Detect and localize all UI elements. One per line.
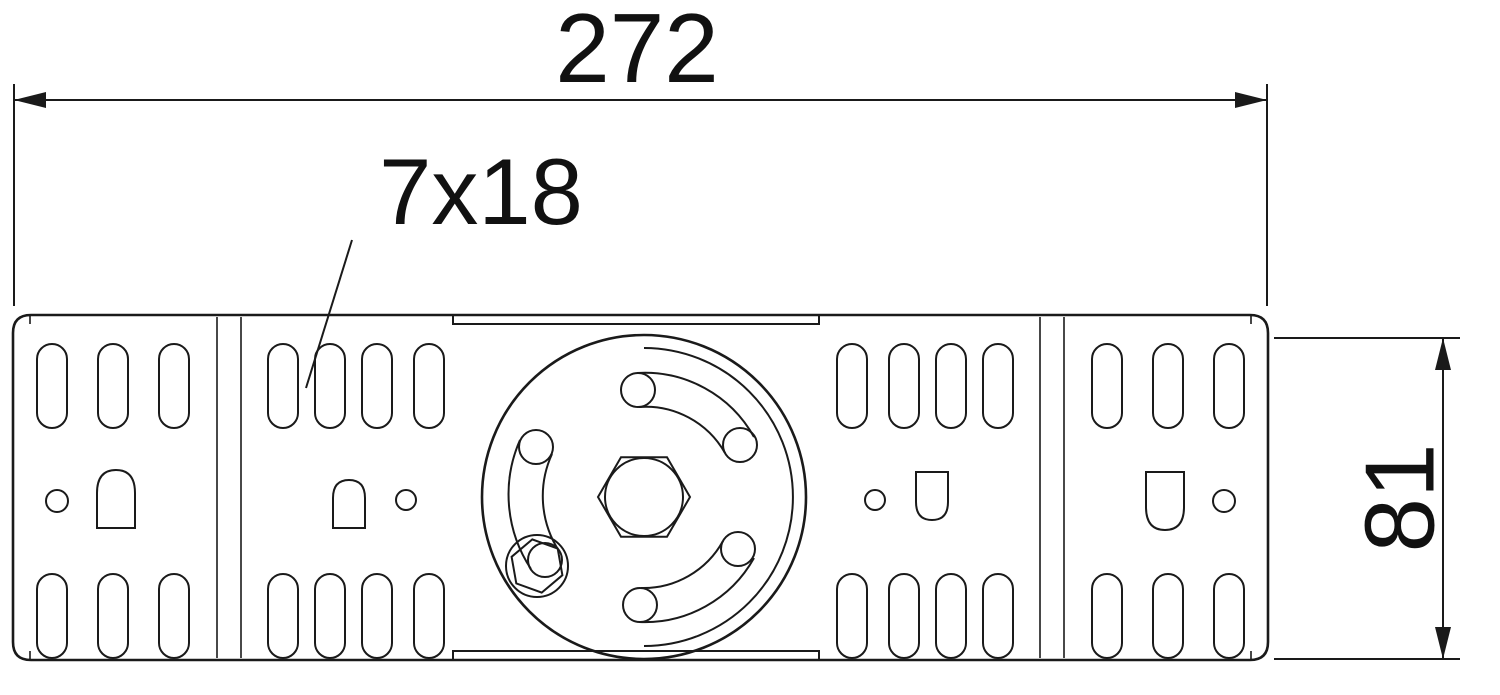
keyhole-cutout bbox=[332, 478, 366, 529]
oblong-slot bbox=[314, 573, 346, 659]
middle-row-cutouts bbox=[45, 468, 1236, 532]
arc-slot-end bbox=[620, 372, 656, 408]
arc-slot-edge bbox=[541, 453, 560, 552]
plate-body bbox=[11, 313, 1270, 662]
keyhole-cutout bbox=[96, 468, 136, 529]
oblong-slot bbox=[158, 573, 190, 659]
round-hole bbox=[395, 489, 417, 511]
slot-pattern bbox=[36, 343, 1245, 659]
arrowhead-right bbox=[1235, 92, 1267, 108]
oblong-slot bbox=[1152, 573, 1184, 659]
arc-slot-end bbox=[518, 429, 554, 465]
center-nut-washer bbox=[604, 457, 684, 537]
oblong-slot bbox=[1091, 343, 1123, 429]
plate-outline bbox=[11, 313, 1270, 662]
oblong-slot bbox=[413, 573, 445, 659]
arc-slot-edge bbox=[638, 557, 755, 624]
arrowhead-left bbox=[14, 92, 46, 108]
dimension-width: 272 bbox=[13, 0, 1268, 306]
arrowhead-down bbox=[1435, 627, 1451, 659]
arc-slot-end bbox=[622, 587, 658, 623]
oblong-slot bbox=[935, 573, 967, 659]
hex-bolt-head bbox=[505, 534, 569, 598]
height-dimension-label: 81 bbox=[1344, 443, 1454, 552]
dimension-height: 81 bbox=[1274, 337, 1460, 660]
oblong-slot bbox=[361, 343, 393, 429]
pivot-hinge bbox=[480, 333, 808, 661]
oblong-slot bbox=[1091, 573, 1123, 659]
oblong-slot bbox=[836, 573, 868, 659]
arc-slot-end bbox=[722, 427, 758, 463]
oblong-slot bbox=[36, 573, 68, 659]
round-hole bbox=[45, 489, 69, 513]
arc-slot-edge bbox=[636, 371, 755, 438]
arrowhead-up bbox=[1435, 338, 1451, 370]
arc-slot-edge bbox=[640, 540, 724, 590]
oblong-slot bbox=[267, 343, 299, 429]
hinge-plate-edge-top bbox=[452, 315, 820, 325]
oblong-slot bbox=[982, 343, 1014, 429]
oblong-slot bbox=[1213, 573, 1245, 659]
oblong-slot bbox=[982, 573, 1014, 659]
keyhole-cutout bbox=[915, 471, 949, 522]
oblong-slot bbox=[314, 343, 346, 429]
oblong-slot bbox=[413, 343, 445, 429]
round-hole bbox=[864, 489, 886, 511]
hex-bolt-hex bbox=[510, 538, 564, 594]
oblong-slot bbox=[267, 573, 299, 659]
oblong-slot bbox=[97, 573, 129, 659]
oblong-slot bbox=[888, 343, 920, 429]
oblong-slot bbox=[1213, 343, 1245, 429]
oblong-slot bbox=[36, 343, 68, 429]
pivot-disc bbox=[480, 333, 808, 661]
width-dimension-label: 272 bbox=[555, 0, 719, 103]
round-hole bbox=[1212, 489, 1236, 513]
oblong-slot bbox=[836, 343, 868, 429]
keyhole-cutout bbox=[1145, 471, 1185, 532]
arc-slot-end bbox=[720, 531, 756, 567]
oblong-slot bbox=[158, 343, 190, 429]
oblong-slot bbox=[97, 343, 129, 429]
center-nut bbox=[596, 456, 692, 538]
dimension-slot-size: 7x18 bbox=[305, 139, 583, 389]
hinge-plate-edge-bottom bbox=[452, 650, 820, 660]
oblong-slot bbox=[935, 343, 967, 429]
oblong-slot bbox=[361, 573, 393, 659]
oblong-slot bbox=[1152, 343, 1184, 429]
oblong-slot bbox=[888, 573, 920, 659]
pivot-disc-inner-edge bbox=[643, 347, 794, 647]
slot-size-label: 7x18 bbox=[379, 139, 583, 244]
leader-line bbox=[305, 239, 353, 389]
arc-slot-edge bbox=[638, 405, 726, 454]
arc-slot-edge bbox=[507, 439, 532, 570]
